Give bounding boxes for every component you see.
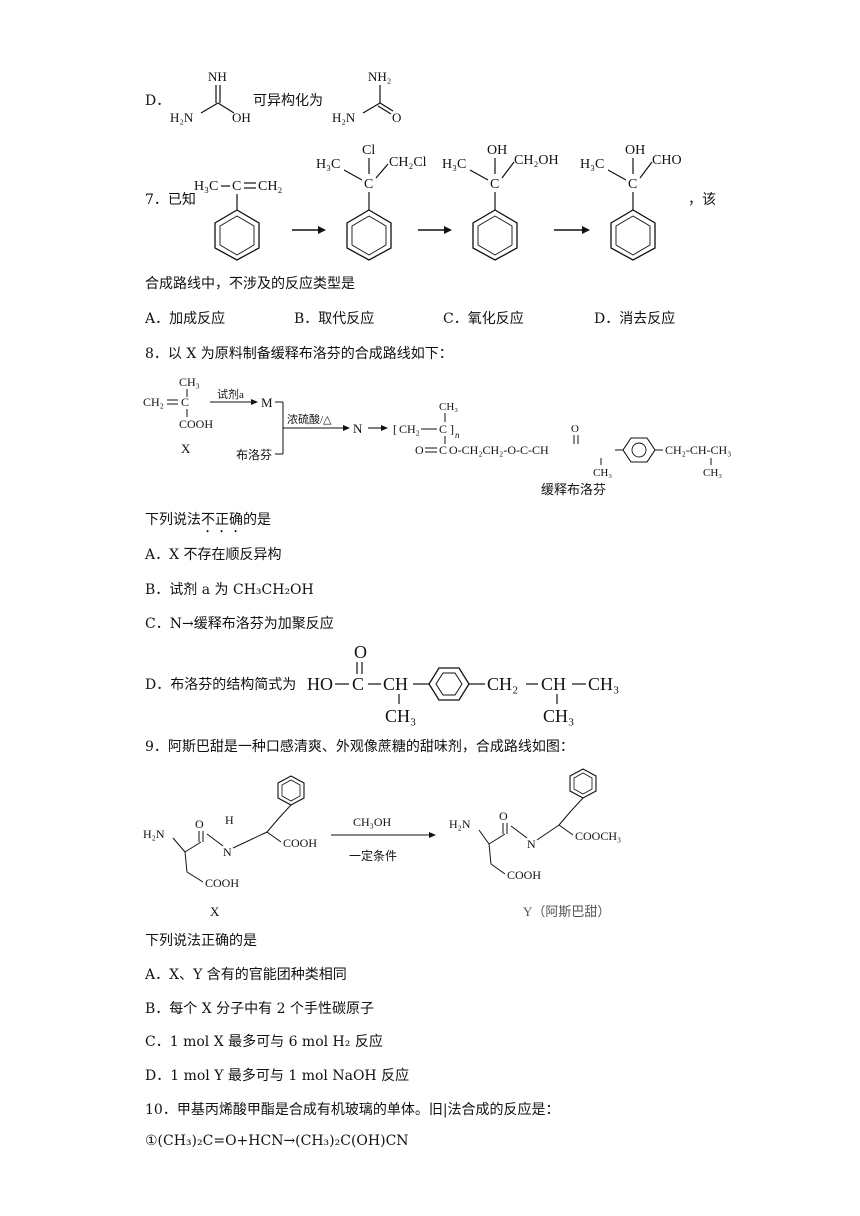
svg-text:CH₂: CH₂ [143, 395, 164, 409]
q10-equation-1: ①(CH₃)₂C=O+HCN→(CH₃)₂C(OH)CN [145, 1133, 409, 1149]
svg-text:CHO: CHO [652, 153, 682, 168]
svg-text:]: ] [450, 422, 454, 436]
svg-text:CH₂: CH₂ [487, 674, 518, 694]
urea-structure: NH₂ H₂N O [332, 69, 401, 125]
svg-text:CH₃: CH₃ [439, 401, 458, 413]
q8-option-d: D．布洛芬的结构简式为 [145, 677, 297, 693]
svg-text:COOH: COOH [283, 836, 317, 850]
svg-text:CH₃: CH₃ [543, 706, 574, 726]
svg-text:CH₃: CH₃ [385, 706, 416, 726]
svg-text:O: O [354, 642, 367, 662]
svg-text:CH₃: CH₃ [588, 674, 619, 694]
svg-text:N: N [527, 837, 536, 851]
svg-text:C: C [439, 422, 447, 436]
q8-option-c: C．N→缓释布洛芬为加聚反应 [145, 616, 334, 632]
svg-text:CH₂: CH₂ [399, 422, 420, 436]
svg-text:O: O [571, 423, 579, 435]
svg-text:H₂N: H₂N [449, 817, 471, 831]
svg-text:O-CH₂CH₂-O-C-CH: O-CH₂CH₂-O-C-CH [449, 443, 549, 457]
svg-text:N: N [223, 845, 232, 859]
svg-text:C: C [232, 179, 241, 194]
q6-option-d-text: 可异构化为 [253, 93, 323, 109]
svg-text:COOH: COOH [179, 417, 213, 431]
svg-text:Y（阿斯巴甜）: Y（阿斯巴甜） [523, 904, 610, 919]
svg-text:CH₃OH: CH₃OH [353, 815, 392, 829]
svg-text:CH: CH [383, 674, 408, 694]
svg-text:n: n [455, 430, 460, 440]
q9-option-c: C．1 mol X 最多可与 6 mol H₂ 反应 [145, 1034, 383, 1050]
isourea-structure: NH H₂N OH [170, 69, 251, 125]
svg-text:布洛芬: 布洛芬 [236, 447, 272, 462]
svg-text:CH₂: CH₂ [258, 179, 282, 194]
q7-question: 合成路线中，不涉及的反应类型是 [145, 276, 355, 292]
atom-label: H₂N [332, 110, 356, 125]
svg-text:X: X [181, 441, 191, 456]
svg-text:C: C [439, 443, 447, 457]
q9-option-b: B．每个 X 分子中有 2 个手性碳原子 [145, 1001, 374, 1017]
svg-text:H: H [225, 813, 234, 827]
svg-text:COOH: COOH [205, 876, 239, 890]
q7-scheme: H₃C C CH₂ Cl H₃C CH₂Cl C OH H₃C CH₂OH C … [194, 143, 682, 261]
svg-text:H₂N: H₂N [143, 827, 165, 841]
svg-text:一定条件: 一定条件 [349, 848, 397, 863]
q7-option-a: A．加成反应 [145, 311, 226, 327]
svg-text:CH₂Cl: CH₂Cl [389, 155, 427, 170]
svg-text:Cl: Cl [362, 143, 375, 158]
atom-label: OH [232, 110, 251, 125]
q9-option-a: A．X、Y 含有的官能团种类相同 [145, 967, 347, 983]
q7-option-c: C．氧化反应 [443, 311, 524, 327]
svg-text:缓释布洛芬: 缓释布洛芬 [541, 482, 606, 497]
atom-label: H₂N [170, 110, 194, 125]
svg-text:N: N [353, 421, 363, 436]
q8-option-b: B．试剂 a 为 CH₃CH₂OH [145, 582, 314, 598]
q7-option-d: D．消去反应 [594, 311, 676, 327]
svg-text:H₃C: H₃C [580, 157, 604, 172]
svg-text:CH₃: CH₃ [179, 375, 200, 389]
svg-text:M: M [261, 395, 273, 410]
atom-label: NH [208, 69, 227, 84]
atom-label: NH₂ [368, 69, 391, 84]
svg-text:HO: HO [307, 674, 333, 694]
q7-option-b: B．取代反应 [294, 311, 375, 327]
emphasis-not-correct: 不正确 [201, 512, 243, 528]
q8-question: 下列说法不正确的是 [145, 512, 271, 528]
svg-text:O: O [499, 809, 508, 823]
svg-text:OH: OH [487, 143, 507, 158]
q9-question: 下列说法正确的是 [145, 933, 257, 949]
ibuprofen-formula: O HO C CH CH₃ CH₂ CH CH₃ CH₃ [307, 642, 619, 726]
q10-stem: 10．甲基丙烯酸甲酯是合成有机玻璃的单体。旧|法合成的反应是： [145, 1102, 560, 1118]
q8-option-a: A．X 不存在顺反异构 [145, 547, 282, 563]
q7-stem: 7．已知 [145, 192, 196, 208]
svg-text:C: C [352, 674, 364, 694]
q8-scheme: CH₃ CH₂ C COOH X 试剂a M 布洛芬 浓硫酸/△ N CH₃ [… [143, 375, 731, 497]
svg-text:CH₂OH: CH₂OH [514, 153, 559, 168]
svg-text:C: C [490, 177, 499, 192]
svg-text:CH: CH [541, 674, 566, 694]
svg-text:COOH: COOH [507, 868, 541, 882]
q8-stem: 8．以 X 为原料制备缓释布洛芬的合成路线如下： [145, 346, 453, 362]
svg-text:O: O [195, 817, 204, 831]
svg-text:CH₃: CH₃ [593, 467, 612, 479]
svg-text:[: [ [393, 422, 397, 436]
svg-text:OH: OH [625, 143, 645, 158]
svg-text:H₃C: H₃C [194, 179, 218, 194]
svg-text:CH₃: CH₃ [703, 467, 722, 479]
svg-text:C: C [628, 177, 637, 192]
q9-scheme: COOH H N O H₂N COOH X CH₃OH 一定条件 COOCH₃ … [143, 768, 621, 919]
svg-text:试剂a: 试剂a [217, 387, 244, 401]
q9-stem: 9．阿斯巴甜是一种口感清爽、外观像蔗糖的甜味剂，合成路线如图： [145, 739, 574, 755]
svg-text:H₃C: H₃C [316, 157, 340, 172]
q9-option-d: D．1 mol Y 最多可与 1 mol NaOH 反应 [145, 1068, 410, 1084]
svg-text:CH₂-CH-CH₃: CH₂-CH-CH₃ [665, 443, 731, 457]
svg-text:COOCH₃: COOCH₃ [575, 829, 621, 843]
svg-text:浓硫酸/△: 浓硫酸/△ [287, 412, 332, 426]
q6-option-d-label: D． [145, 93, 171, 109]
svg-text:O: O [415, 443, 424, 457]
svg-text:H₃C: H₃C [442, 157, 466, 172]
svg-text:X: X [210, 904, 220, 919]
svg-text:C: C [181, 395, 189, 409]
atom-label: O [392, 110, 401, 125]
svg-text:C: C [364, 177, 373, 192]
q7-stem-tail: ，该 [688, 192, 716, 208]
